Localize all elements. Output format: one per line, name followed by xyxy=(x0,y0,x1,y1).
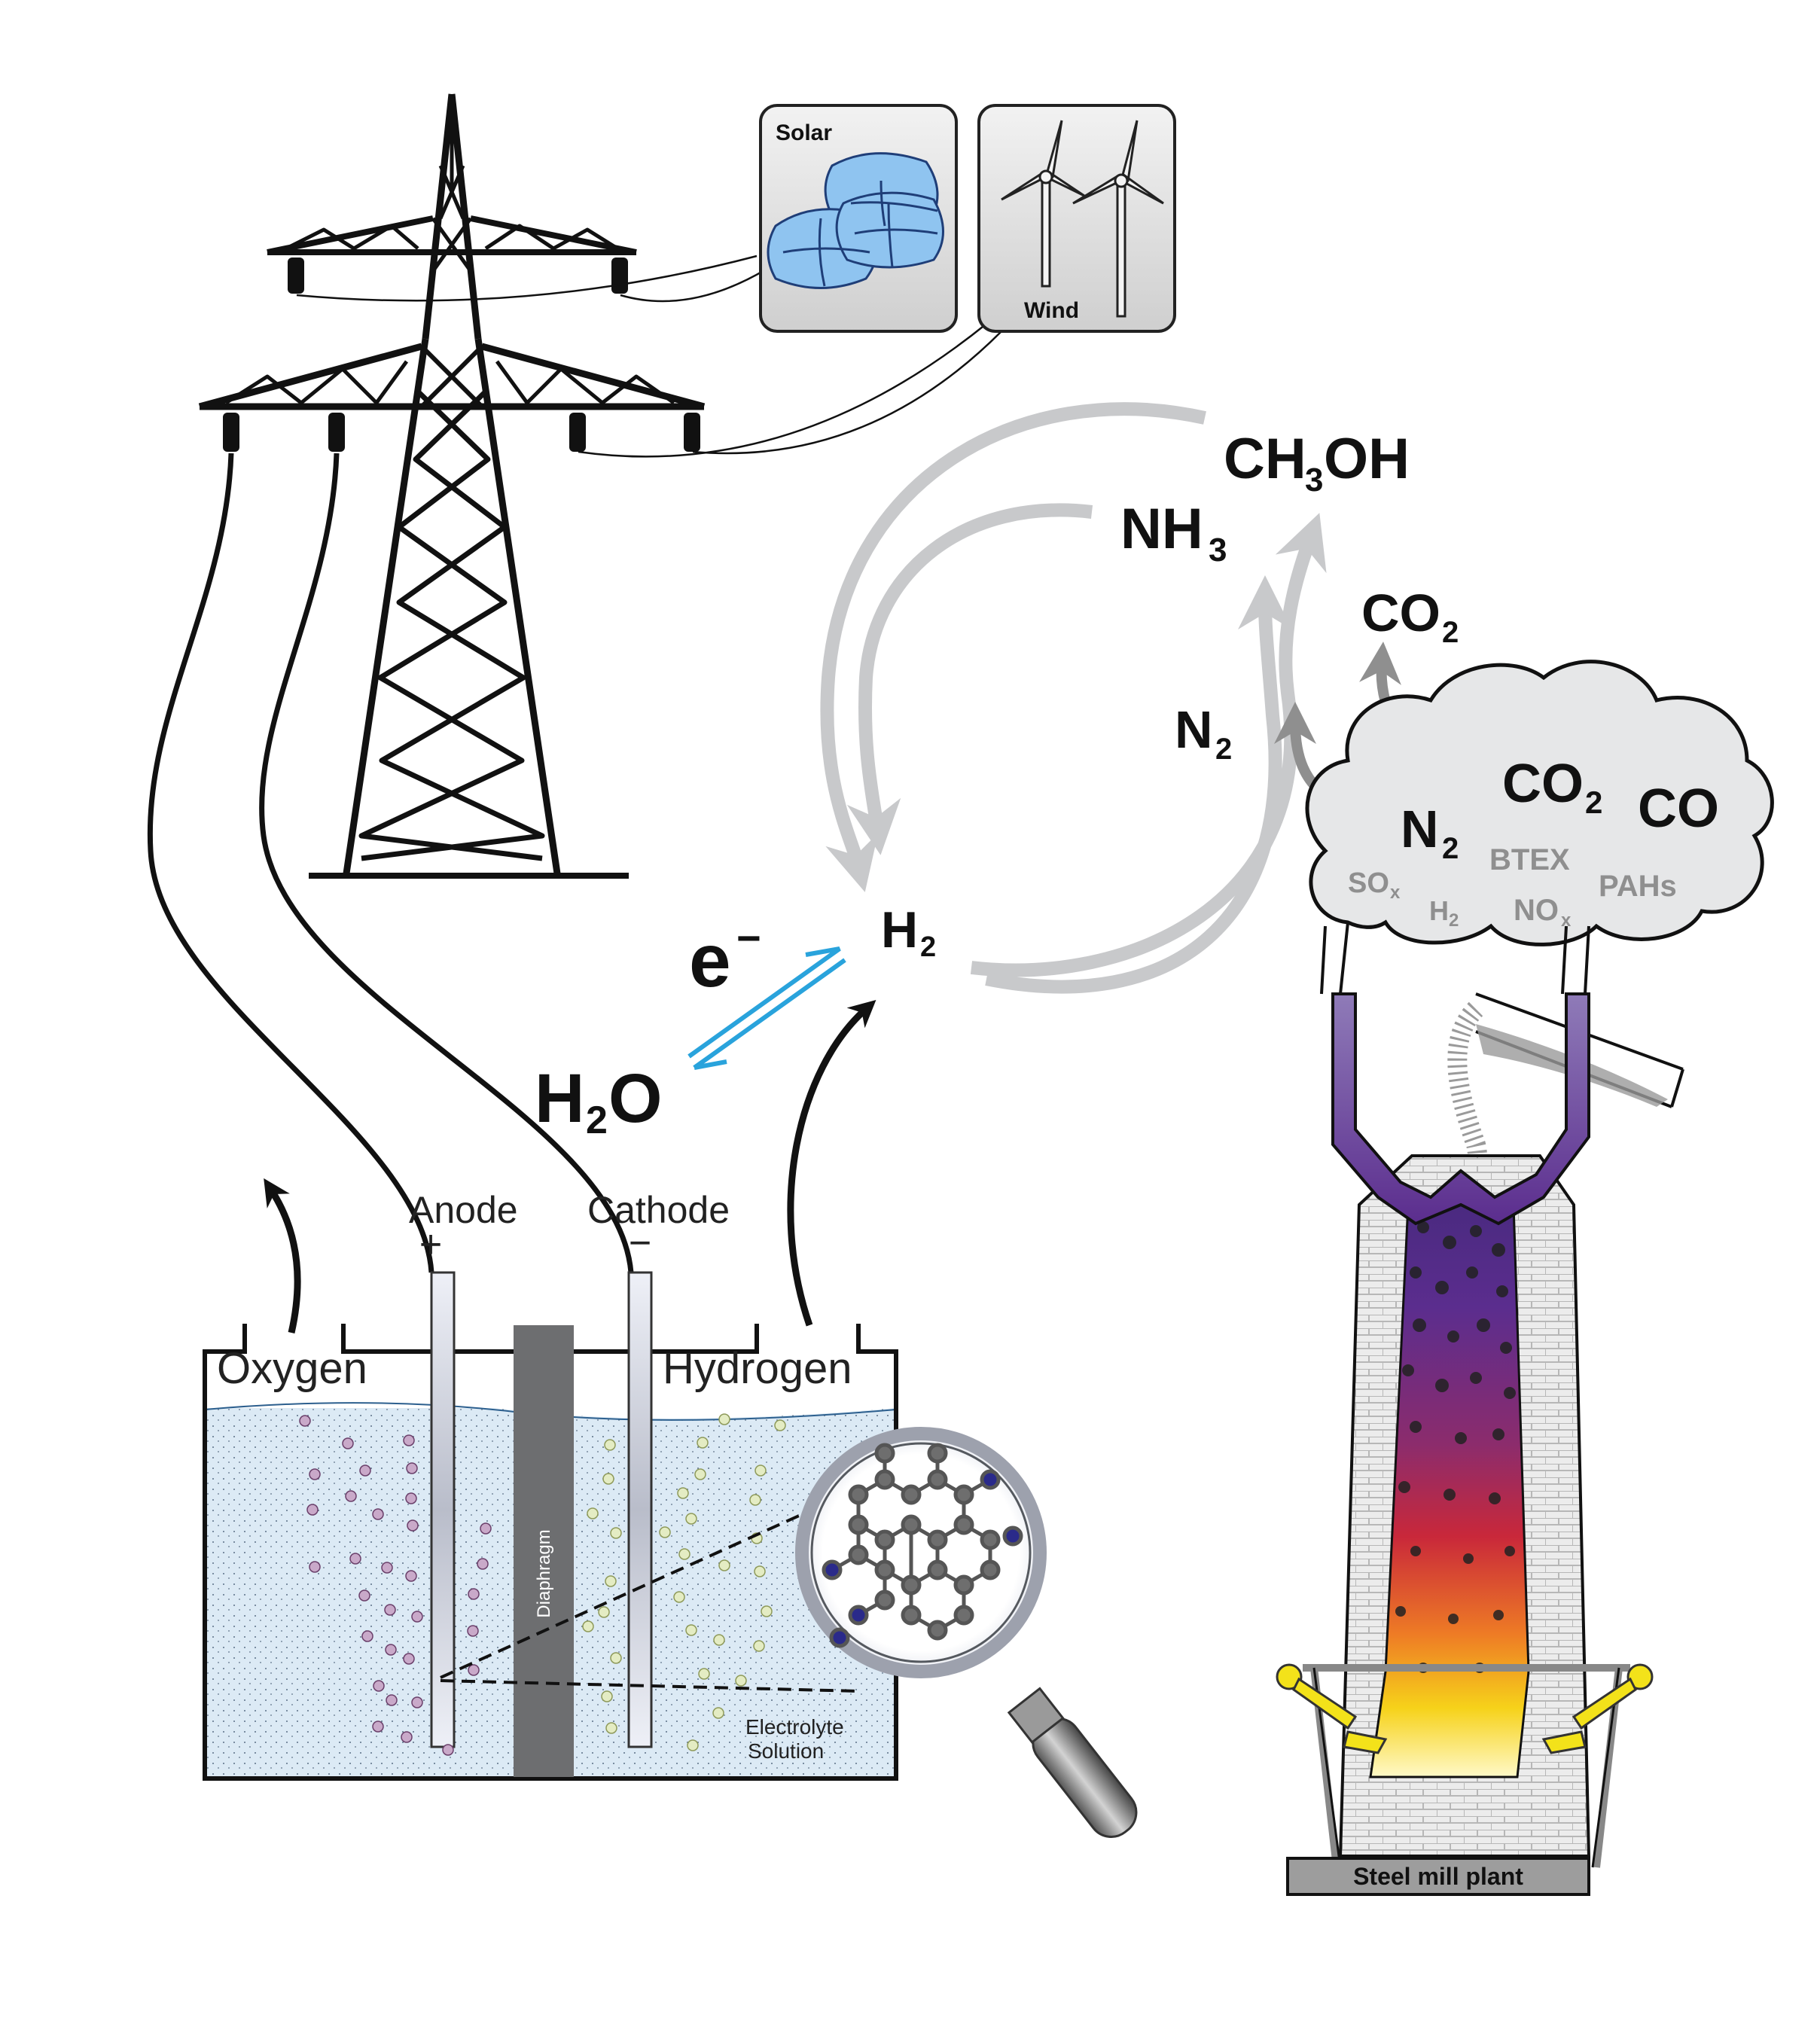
cycle-arrows xyxy=(820,402,1327,994)
svg-text:e: e xyxy=(689,919,731,1003)
svg-text:2: 2 xyxy=(1215,733,1232,766)
electrolyte-label-line1: Electrolyte xyxy=(745,1715,844,1739)
diaphragm xyxy=(514,1325,574,1777)
steel-mill-label: Steel mill plant xyxy=(1353,1863,1523,1890)
svg-text:2: 2 xyxy=(1442,616,1459,649)
oxygen-label: Oxygen xyxy=(217,1344,367,1393)
water-label: H 2 O xyxy=(535,1060,663,1142)
electron-label: e − xyxy=(689,914,761,1003)
flue-gas-h2-label: H 2 xyxy=(1429,895,1459,931)
methanol-label: CH 3 OH xyxy=(1224,427,1410,498)
magnifier-icon xyxy=(795,1427,1138,1838)
flue-gas-pahs-label: PAHs xyxy=(1599,870,1677,903)
svg-text:N: N xyxy=(1175,700,1213,759)
svg-text:O: O xyxy=(608,1060,663,1137)
svg-text:H: H xyxy=(535,1060,584,1137)
hydrogen-release-arrow xyxy=(787,1000,876,1327)
zoom-lines xyxy=(440,1497,859,1693)
anode-electrode xyxy=(430,1271,456,1748)
power-wires xyxy=(147,453,634,1273)
wind-turbine-box: Wind xyxy=(977,104,1176,333)
anode-label: Anode xyxy=(409,1189,518,1231)
flue-gas-nox-label: NO x xyxy=(1514,894,1572,931)
flue-gas-co-label: CO xyxy=(1638,779,1719,839)
electrolyte-label-line2: Solution xyxy=(748,1739,824,1763)
svg-text:H: H xyxy=(881,901,918,959)
cathode-electrode xyxy=(627,1271,653,1748)
wind-label: Wind xyxy=(1024,298,1079,323)
cathode-sign: − xyxy=(629,1221,651,1265)
equilibrium-arrows xyxy=(687,946,846,1070)
svg-text:SO: SO xyxy=(1348,867,1389,899)
product-n2-label: N 2 xyxy=(1175,700,1232,766)
oxygen-release-arrow xyxy=(264,1178,301,1333)
insulator-icons xyxy=(223,258,700,452)
grid-connection-lines xyxy=(296,254,1002,458)
diaphragm-label: Diaphragm xyxy=(534,1529,554,1617)
svg-text:OH: OH xyxy=(1324,427,1410,491)
svg-text:CO: CO xyxy=(1361,584,1440,642)
svg-text:CH: CH xyxy=(1224,427,1306,491)
svg-text:3: 3 xyxy=(1305,462,1323,498)
product-co2-label: CO 2 xyxy=(1361,584,1459,649)
svg-text:x: x xyxy=(1561,910,1572,931)
svg-text:NH: NH xyxy=(1120,497,1203,561)
flue-gas-cloud xyxy=(1305,660,1774,946)
hydrogen-bubbles xyxy=(582,1413,786,1751)
svg-text:2: 2 xyxy=(1585,785,1602,820)
transmission-tower-icon xyxy=(198,93,706,879)
svg-text:2: 2 xyxy=(1442,832,1459,865)
svg-text:2: 2 xyxy=(920,931,936,963)
svg-text:x: x xyxy=(1390,882,1401,903)
hydrogen-label: Hydrogen xyxy=(663,1344,852,1393)
svg-text:CO: CO xyxy=(1502,754,1584,814)
svg-text:NO: NO xyxy=(1514,894,1559,927)
svg-text:2: 2 xyxy=(586,1099,608,1142)
solar-panel-icon xyxy=(767,152,944,289)
svg-text:3: 3 xyxy=(1209,532,1227,568)
steel-mill-furnace xyxy=(1276,922,1684,1896)
svg-text:−: − xyxy=(736,914,761,962)
anode-sign: + xyxy=(419,1223,442,1266)
solar-label: Solar xyxy=(776,120,832,145)
ammonia-label: NH 3 xyxy=(1120,497,1227,568)
flue-gas-sox-label: SO x xyxy=(1348,867,1401,903)
flue-gas-n2-label: N 2 xyxy=(1401,800,1459,865)
flue-gas-btex-label: BTEX xyxy=(1489,843,1570,876)
svg-text:H: H xyxy=(1429,895,1449,926)
graphene-molecule-icon xyxy=(822,1443,1023,1648)
wind-turbine-icon xyxy=(1001,120,1164,318)
svg-text:2: 2 xyxy=(1449,910,1459,931)
hydrogen-h2-label: H 2 xyxy=(881,901,936,963)
flue-gas-co2-label: CO 2 xyxy=(1502,754,1602,820)
oxygen-bubbles xyxy=(299,1415,492,1756)
cathode-label: Cathode xyxy=(587,1189,730,1231)
svg-text:N: N xyxy=(1401,800,1439,858)
solar-panel-box: Solar xyxy=(759,104,958,333)
